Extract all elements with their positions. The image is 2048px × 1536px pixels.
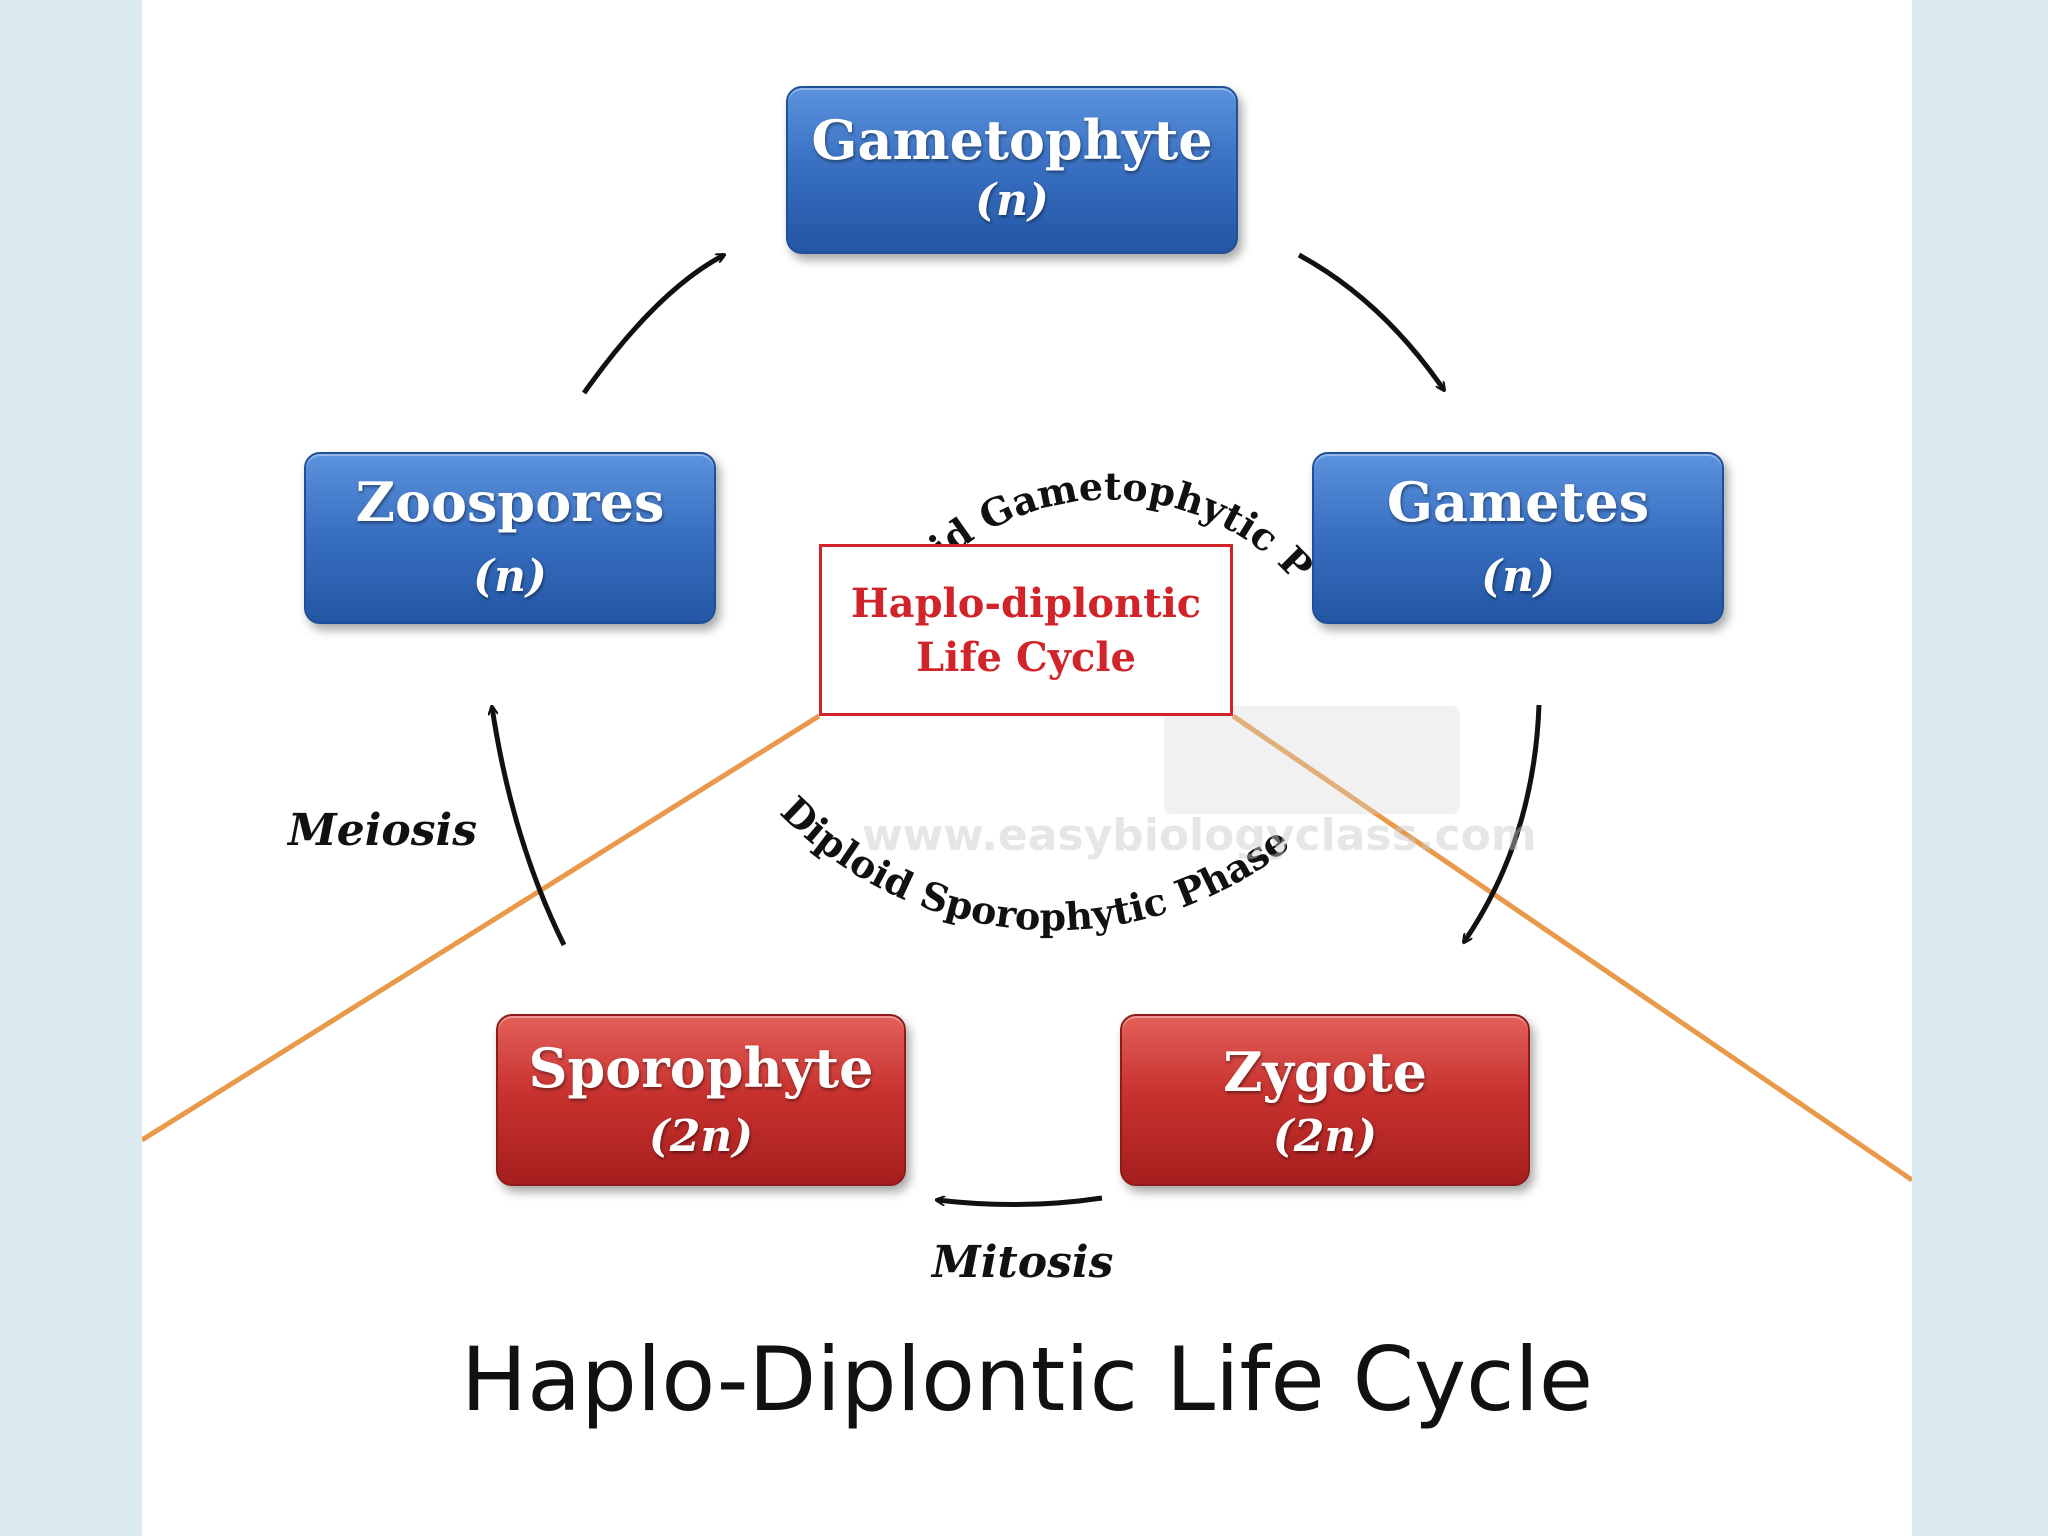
gametophyte-ploidy: (n): [975, 175, 1049, 226]
zoospores-box: Zoospores (n): [304, 452, 716, 624]
orange-line-right: [1231, 713, 1912, 1183]
watermark-text: www.easybiologyclass.com: [862, 810, 1537, 861]
gametes-ploidy: (n): [1481, 551, 1555, 602]
sporophyte-box: Sporophyte (2n): [496, 1014, 906, 1186]
gametophyte-name: Gametophyte: [811, 108, 1213, 172]
diagram-title: Haplo-Diplontic Life Cycle: [460, 1328, 1594, 1431]
zoospores-name: Zoospores: [355, 470, 665, 534]
meiosis-label: Meiosis: [288, 805, 478, 856]
sporophyte-name: Sporophyte: [528, 1036, 874, 1100]
center-line-2: Life Cycle: [916, 634, 1136, 681]
diagram-card: Haploid Gametophytic Phase Diploid Sporo…: [142, 0, 1912, 1536]
sporophyte-ploidy: (2n): [648, 1111, 754, 1162]
gametophyte-box: Gametophyte (n): [786, 86, 1238, 254]
gametes-box: Gametes (n): [1312, 452, 1724, 624]
zygote-name: Zygote: [1223, 1040, 1427, 1104]
watermark-logo: [1164, 706, 1460, 814]
gametes-name: Gametes: [1386, 470, 1650, 534]
arrow-zoospores-to-gametophyte: [581, 252, 724, 395]
zoospores-ploidy: (n): [473, 551, 547, 602]
arrow-gametes-to-zygote: [1464, 704, 1542, 942]
zygote-ploidy: (2n): [1272, 1111, 1378, 1162]
arrow-sporophyte-to-zoospores: [492, 707, 567, 947]
center-life-cycle-box: Haplo-diplontic Life Cycle: [819, 544, 1233, 716]
mitosis-label: Mitosis: [932, 1237, 1114, 1288]
orange-line-left: [142, 713, 821, 1143]
arrow-zygote-to-sporophyte: [937, 1198, 1103, 1208]
arrow-gametophyte-to-gametes: [1297, 252, 1444, 390]
zygote-box: Zygote (2n): [1120, 1014, 1530, 1186]
center-line-1: Haplo-diplontic: [850, 580, 1202, 627]
